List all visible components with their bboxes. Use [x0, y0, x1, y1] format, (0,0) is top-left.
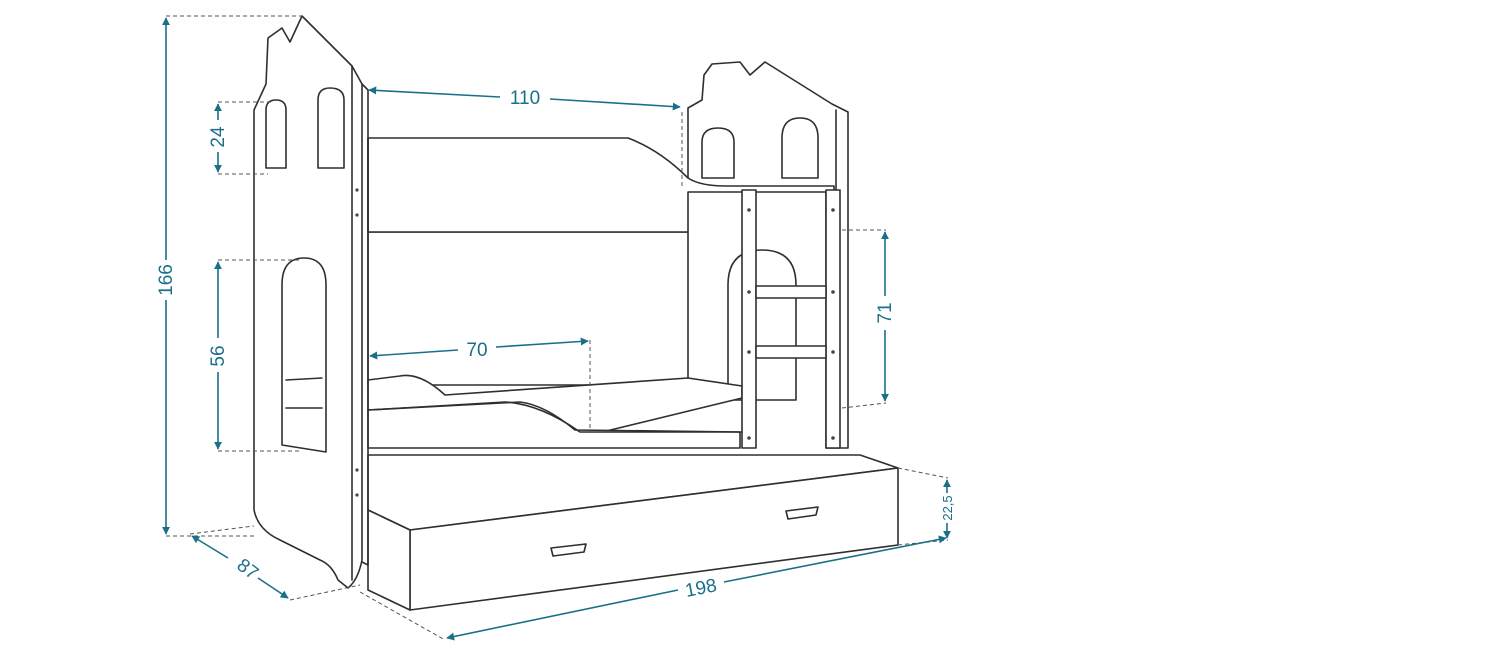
rear-arch-window — [727, 249, 797, 401]
dim-label-24: 24 — [208, 126, 229, 148]
front-arch-window — [281, 257, 327, 453]
drawer-handle-right — [785, 506, 819, 520]
dim-label-56: 56 — [208, 345, 229, 366]
dim-line-70-right — [495, 337, 589, 348]
dim-label-87: 87 — [233, 555, 263, 584]
dim-label-110: 110 — [510, 88, 540, 109]
ladder-rail-right — [825, 189, 841, 449]
dim-label-166: 166 — [156, 264, 177, 296]
bed-structure — [253, 15, 899, 611]
dim-line-198-right — [723, 535, 947, 583]
dim-label-198: 198 — [683, 575, 718, 602]
dim-line-87-top — [191, 535, 229, 559]
dim-label-22-5: 22,5 — [940, 495, 955, 520]
dim-label-71: 71 — [875, 302, 896, 323]
ladder — [741, 189, 841, 449]
ladder-rung-1 — [755, 285, 827, 299]
ladder-rail-left — [741, 189, 757, 449]
dim-line-110-left — [368, 86, 501, 98]
front-arch-shelf — [285, 377, 323, 409]
lower-back-panel — [367, 231, 689, 386]
rear-window-right — [781, 117, 819, 179]
dim-label-70: 70 — [466, 340, 487, 361]
front-tower-edge-inner — [361, 83, 369, 566]
dim-line-87-bottom — [257, 577, 289, 599]
dim-line-198-left — [446, 589, 679, 641]
dim-line-110-right — [549, 98, 681, 111]
drawer-handle-left — [550, 543, 587, 557]
lower-guard-rail — [367, 401, 741, 449]
rear-window-left — [701, 127, 735, 179]
front-window-small-right — [317, 87, 345, 169]
upper-guard-rail — [367, 137, 835, 233]
dim-line-70-left — [369, 349, 459, 360]
ladder-rung-2 — [755, 345, 827, 359]
front-window-small-left — [265, 99, 287, 169]
extension-lines — [166, 15, 949, 641]
dimension-lines — [162, 17, 951, 641]
lower-rail-top — [367, 401, 743, 433]
